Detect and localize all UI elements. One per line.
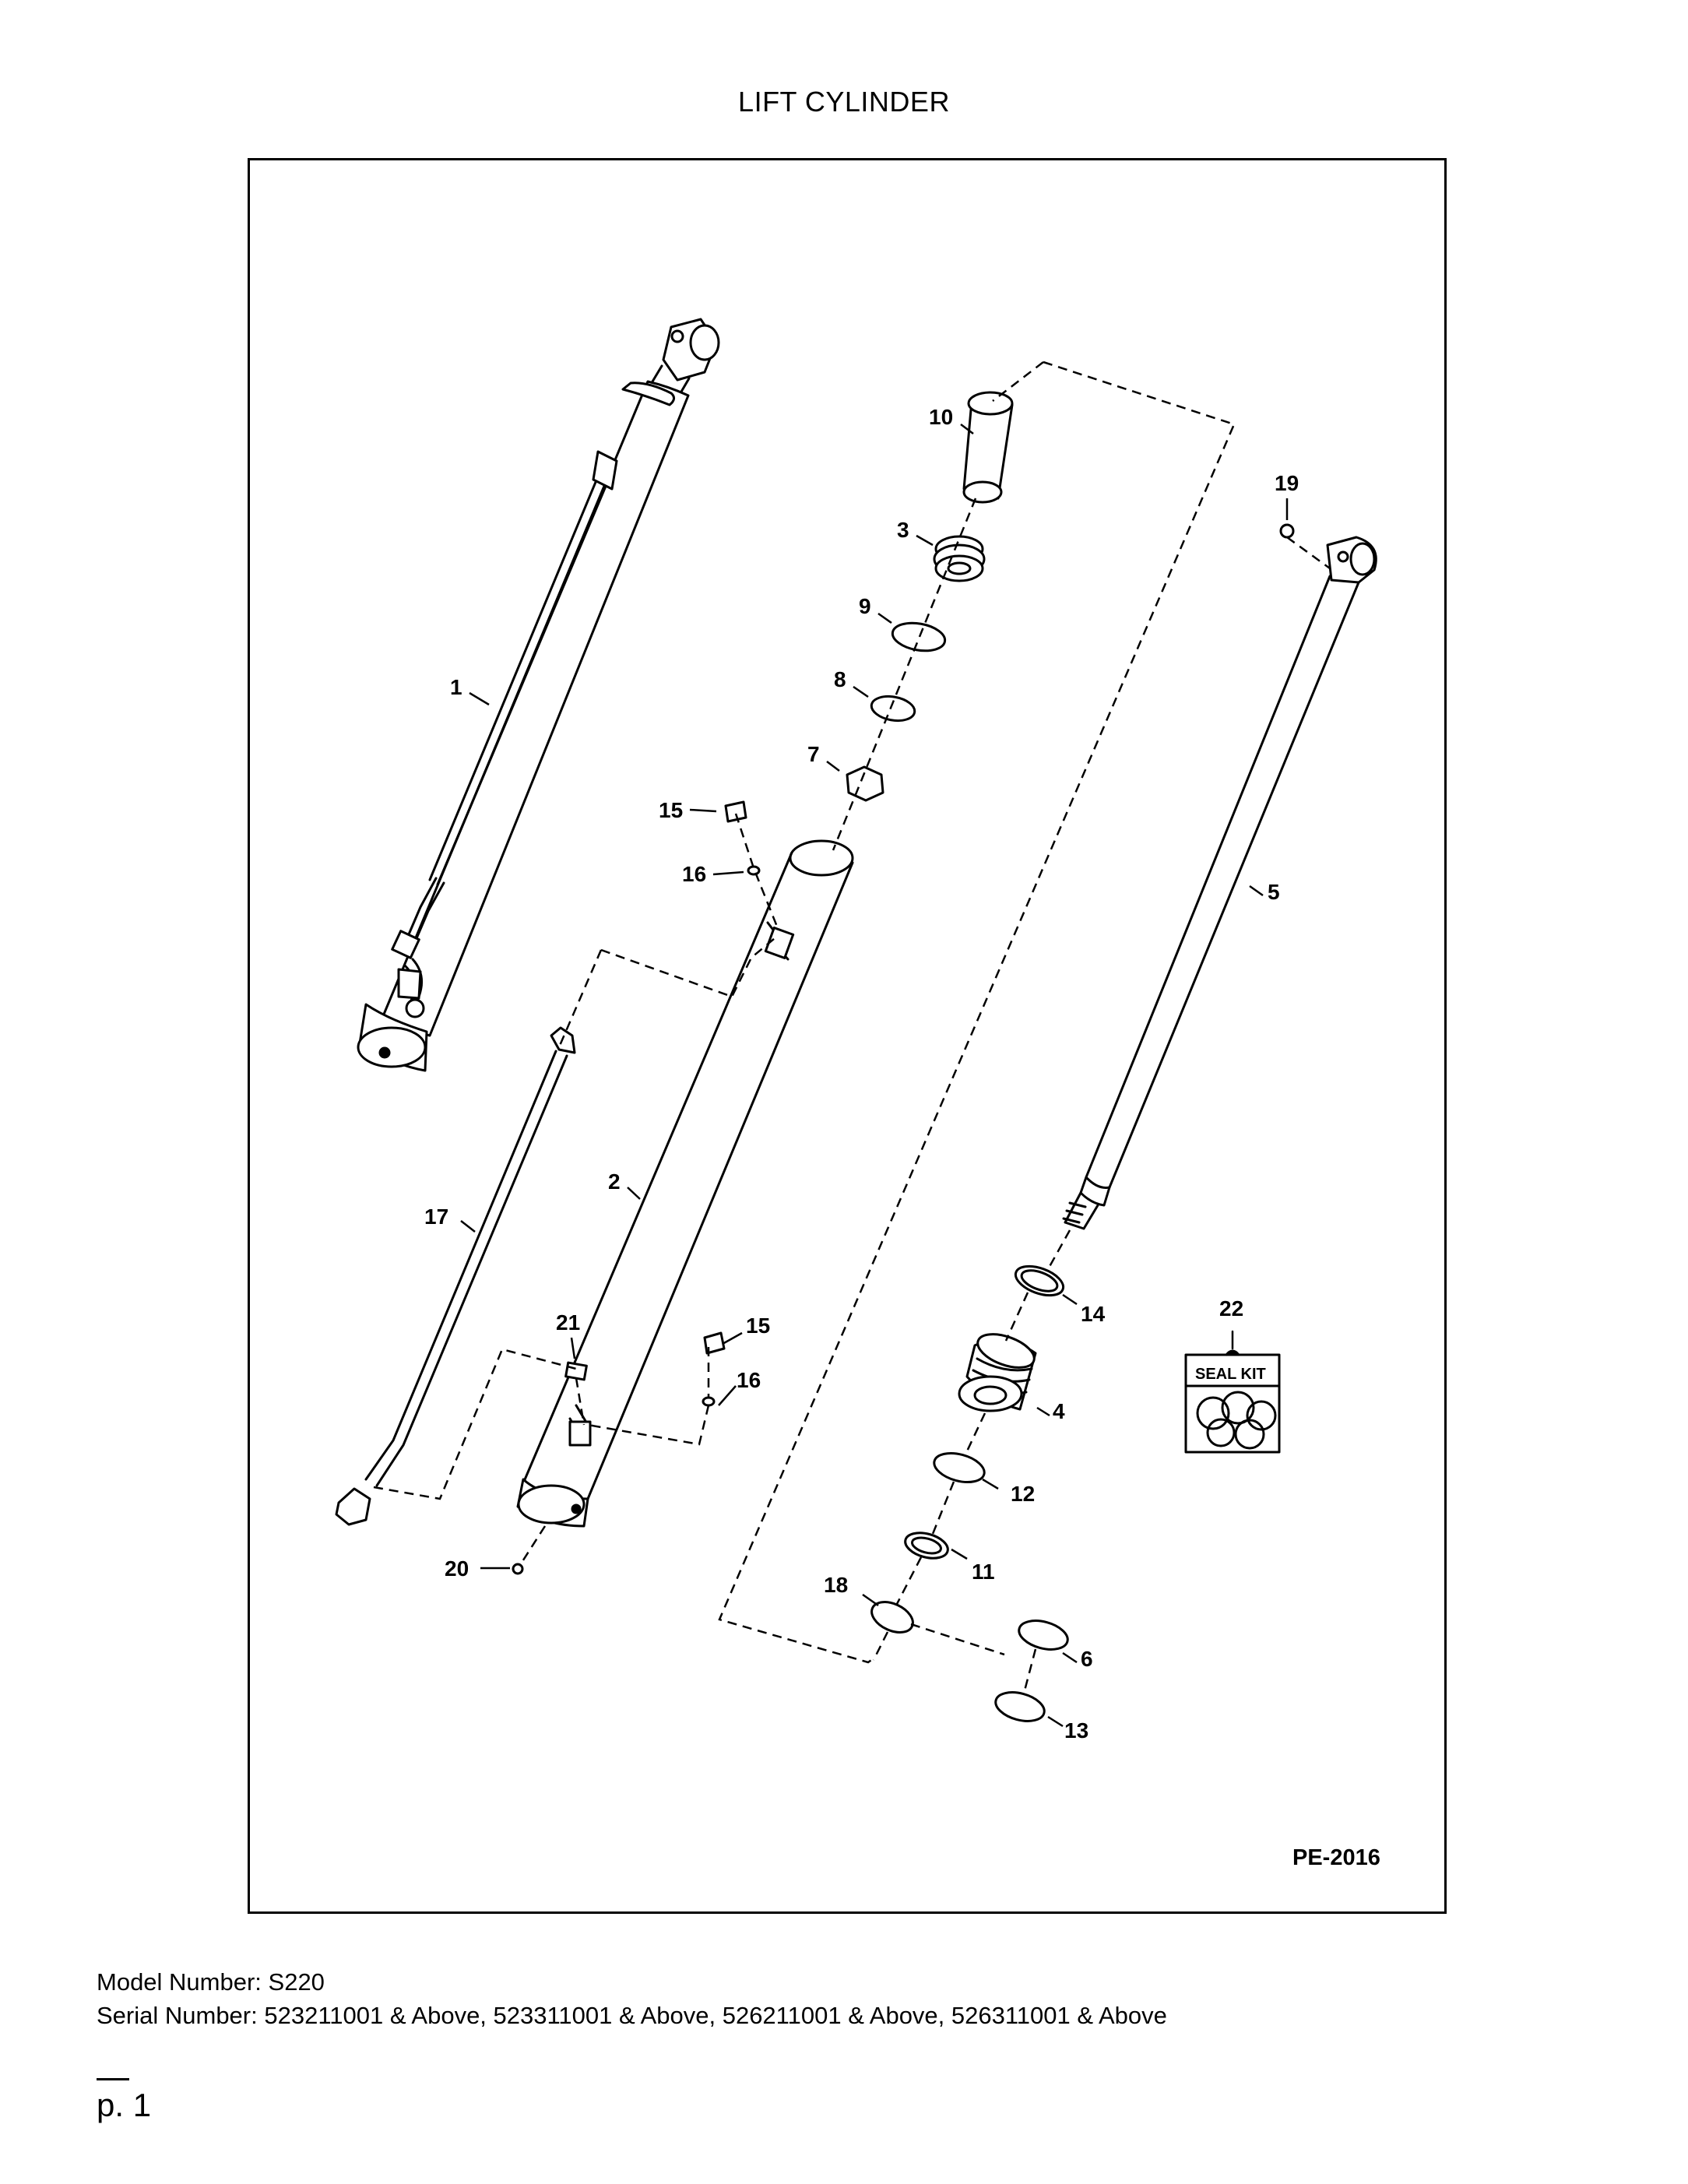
callout-17: 17: [424, 1205, 448, 1229]
rod-seal-icon: [933, 535, 986, 582]
piston-icon: [958, 1333, 1037, 1412]
callout-11: 11: [972, 1560, 995, 1584]
washer-16-lower-icon: [702, 1396, 716, 1407]
callout-18: 18: [824, 1573, 848, 1597]
callout-15-upper: 15: [659, 798, 683, 822]
diagram-frame: [248, 158, 1447, 1914]
seal-kit-bag-icon: [1184, 1330, 1281, 1454]
callout-14: 14: [1081, 1302, 1106, 1326]
callout-15-lower: 15: [746, 1314, 770, 1338]
callout-16-lower: 16: [737, 1368, 761, 1392]
ring-14-icon: [1014, 1264, 1065, 1297]
callout-4: 4: [1053, 1399, 1065, 1423]
serial-numbers: Serial Number: 523211001 & Above, 523311…: [97, 2002, 1167, 2029]
ring-18-icon: [870, 1601, 914, 1634]
callout-leaders: [460, 424, 1289, 1728]
callout-20: 20: [445, 1556, 469, 1581]
callout-6: 6: [1081, 1647, 1093, 1671]
callout-3: 3: [897, 518, 909, 542]
callout-19: 19: [1275, 471, 1299, 495]
callout-8: 8: [834, 667, 846, 691]
seal-kit-label: SEAL KIT: [1195, 1366, 1266, 1383]
callout-13: 13: [1064, 1718, 1088, 1743]
callout-10: 10: [929, 405, 953, 429]
model-number: Model Number: S220: [97, 1968, 325, 1996]
fitting-19-icon: [1279, 523, 1295, 539]
washer-16-upper-icon: [747, 865, 761, 876]
tube-icon: [335, 1026, 576, 1526]
fitting-15-upper-icon: [724, 800, 747, 823]
ring-11-icon: [904, 1532, 949, 1560]
o-ring-9-icon: [891, 621, 947, 652]
callout-2: 2: [608, 1169, 621, 1194]
barrel-icon: [516, 839, 854, 1528]
fitting-20-icon: [512, 1563, 524, 1575]
dashed-leader-lines: [373, 360, 1331, 1694]
callout-21: 21: [556, 1310, 580, 1335]
callout-7: 7: [807, 742, 820, 766]
callout-5: 5: [1268, 880, 1280, 904]
fitting-21-icon: [564, 1361, 588, 1381]
nut-icon: [846, 765, 884, 802]
o-ring-8-icon: [870, 695, 916, 723]
page-title: LIFT CYLINDER: [738, 86, 950, 118]
page-number: p. 1: [97, 2087, 152, 2123]
rod-icon: [1062, 536, 1377, 1230]
callout-22: 22: [1219, 1296, 1243, 1321]
page-rule: [97, 2078, 129, 2080]
callout-12: 12: [1011, 1482, 1035, 1506]
callout-16-upper: 16: [682, 862, 706, 886]
callout-9: 9: [859, 594, 871, 618]
head-icon: [962, 391, 1014, 504]
reference-code: PE-2016: [1292, 1845, 1380, 1870]
ring-13-icon: [994, 1691, 1046, 1722]
cylinder-assembly-icon: [357, 318, 720, 1072]
callout-1: 1: [450, 675, 462, 699]
ring-12-icon: [933, 1451, 986, 1484]
ring-6-icon: [1018, 1620, 1069, 1651]
